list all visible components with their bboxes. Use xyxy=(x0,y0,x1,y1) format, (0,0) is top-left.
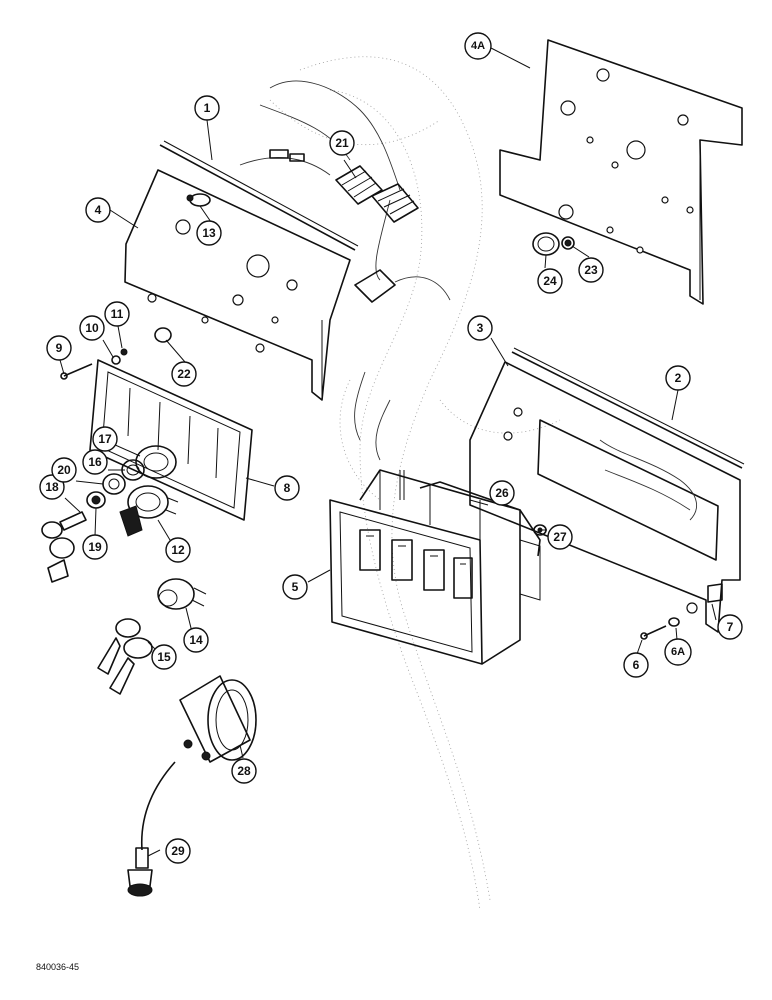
callout-label: 28 xyxy=(237,764,251,778)
ignition-switch-12 xyxy=(119,485,179,537)
key-18 xyxy=(41,511,87,583)
callout-6a: 6A xyxy=(664,638,692,666)
callout-label: 29 xyxy=(171,844,185,858)
keys-15 xyxy=(97,618,153,695)
key-switch-17 xyxy=(135,445,177,479)
figure-code: 840036-45 xyxy=(36,962,80,972)
callout-12: 12 xyxy=(165,537,191,563)
callout-label: 20 xyxy=(57,463,71,477)
callout-label: 27 xyxy=(553,530,567,544)
harness-connectors-21 xyxy=(239,80,451,461)
callout-label: 19 xyxy=(88,540,102,554)
callout-9: 9 xyxy=(46,335,72,361)
callout-label: 4 xyxy=(95,203,102,217)
callout-15: 15 xyxy=(151,644,177,670)
callout-27: 27 xyxy=(547,524,573,550)
panel-4 xyxy=(124,169,351,401)
hole-plug-24 xyxy=(532,232,560,256)
callout-11: 11 xyxy=(104,301,130,327)
callout-19: 19 xyxy=(82,534,108,560)
callout-28: 28 xyxy=(231,758,257,784)
callout-label: 5 xyxy=(292,580,299,594)
callout-label: 22 xyxy=(177,367,191,381)
callout-26: 26 xyxy=(489,480,515,506)
gauge-28 xyxy=(179,675,257,763)
callout-4a: 4A xyxy=(464,32,492,60)
callout-label: 14 xyxy=(189,633,203,647)
callout-label: 6 xyxy=(633,658,640,672)
callout-label: 4A xyxy=(471,40,485,52)
grommet-7 xyxy=(707,583,723,603)
wiring-harness-background xyxy=(269,56,561,911)
callout-label: 10 xyxy=(85,321,99,335)
callout-2: 2 xyxy=(665,365,691,391)
callout-label: 11 xyxy=(111,307,124,321)
callout-14: 14 xyxy=(183,627,209,653)
seal-strip-2 xyxy=(511,347,745,469)
callout-5: 5 xyxy=(282,574,308,600)
callout-label: 12 xyxy=(171,543,185,557)
callout-21: 21 xyxy=(329,130,355,156)
callout-7: 7 xyxy=(717,614,743,640)
nut-20 xyxy=(102,473,126,495)
callout-label: 18 xyxy=(45,480,59,494)
callout-3: 3 xyxy=(467,315,493,341)
callout-label: 7 xyxy=(727,620,734,634)
callout-label: 8 xyxy=(284,481,291,495)
callout-label: 15 xyxy=(157,650,171,664)
callout-10: 10 xyxy=(79,315,105,341)
nut-19 xyxy=(86,491,106,509)
callout-label: 13 xyxy=(202,226,216,240)
callout-20: 20 xyxy=(51,457,77,483)
seal-strip-1 xyxy=(159,140,359,251)
callout-8: 8 xyxy=(274,475,300,501)
callouts: 1 2 3 4 4A 5 6 6A 7 8 9 10 11 12 13 14 1… xyxy=(39,32,743,864)
callout-label: 16 xyxy=(88,455,102,469)
callout-label: 24 xyxy=(543,274,557,288)
callout-label: 26 xyxy=(495,486,509,500)
callout-label: 21 xyxy=(335,136,349,150)
hole-plug-23 xyxy=(561,236,575,250)
callout-24: 24 xyxy=(537,268,563,294)
callout-6: 6 xyxy=(623,652,649,678)
callout-4: 4 xyxy=(85,197,111,223)
callout-label: 6A xyxy=(671,646,685,658)
sender-harness-29 xyxy=(127,761,176,897)
callout-label: 9 xyxy=(56,341,63,355)
callout-23: 23 xyxy=(578,257,604,283)
washer-10 xyxy=(111,355,121,365)
callout-label: 17 xyxy=(98,432,112,446)
panel-3 xyxy=(469,361,741,633)
hole-plug-22 xyxy=(154,327,172,343)
screw-6 xyxy=(640,625,667,640)
panel-4a xyxy=(499,39,743,305)
bracket-26 xyxy=(419,481,541,557)
callout-17: 17 xyxy=(92,426,118,452)
nut-11 xyxy=(120,348,128,356)
callout-16: 16 xyxy=(82,449,108,475)
callout-label: 3 xyxy=(477,321,484,335)
key-switch-14 xyxy=(157,578,207,610)
indicator-bulb-13 xyxy=(186,193,211,207)
callout-29: 29 xyxy=(165,838,191,864)
callout-1: 1 xyxy=(194,95,220,121)
callout-13: 13 xyxy=(196,220,222,246)
screw-9 xyxy=(60,363,93,380)
callout-22: 22 xyxy=(171,361,197,387)
leader-lines xyxy=(59,47,717,857)
switch-bezel-8 xyxy=(89,359,253,521)
callout-label: 23 xyxy=(584,263,598,277)
washer-6a xyxy=(668,617,680,627)
callout-label: 1 xyxy=(204,101,211,115)
callout-label: 2 xyxy=(675,371,682,385)
